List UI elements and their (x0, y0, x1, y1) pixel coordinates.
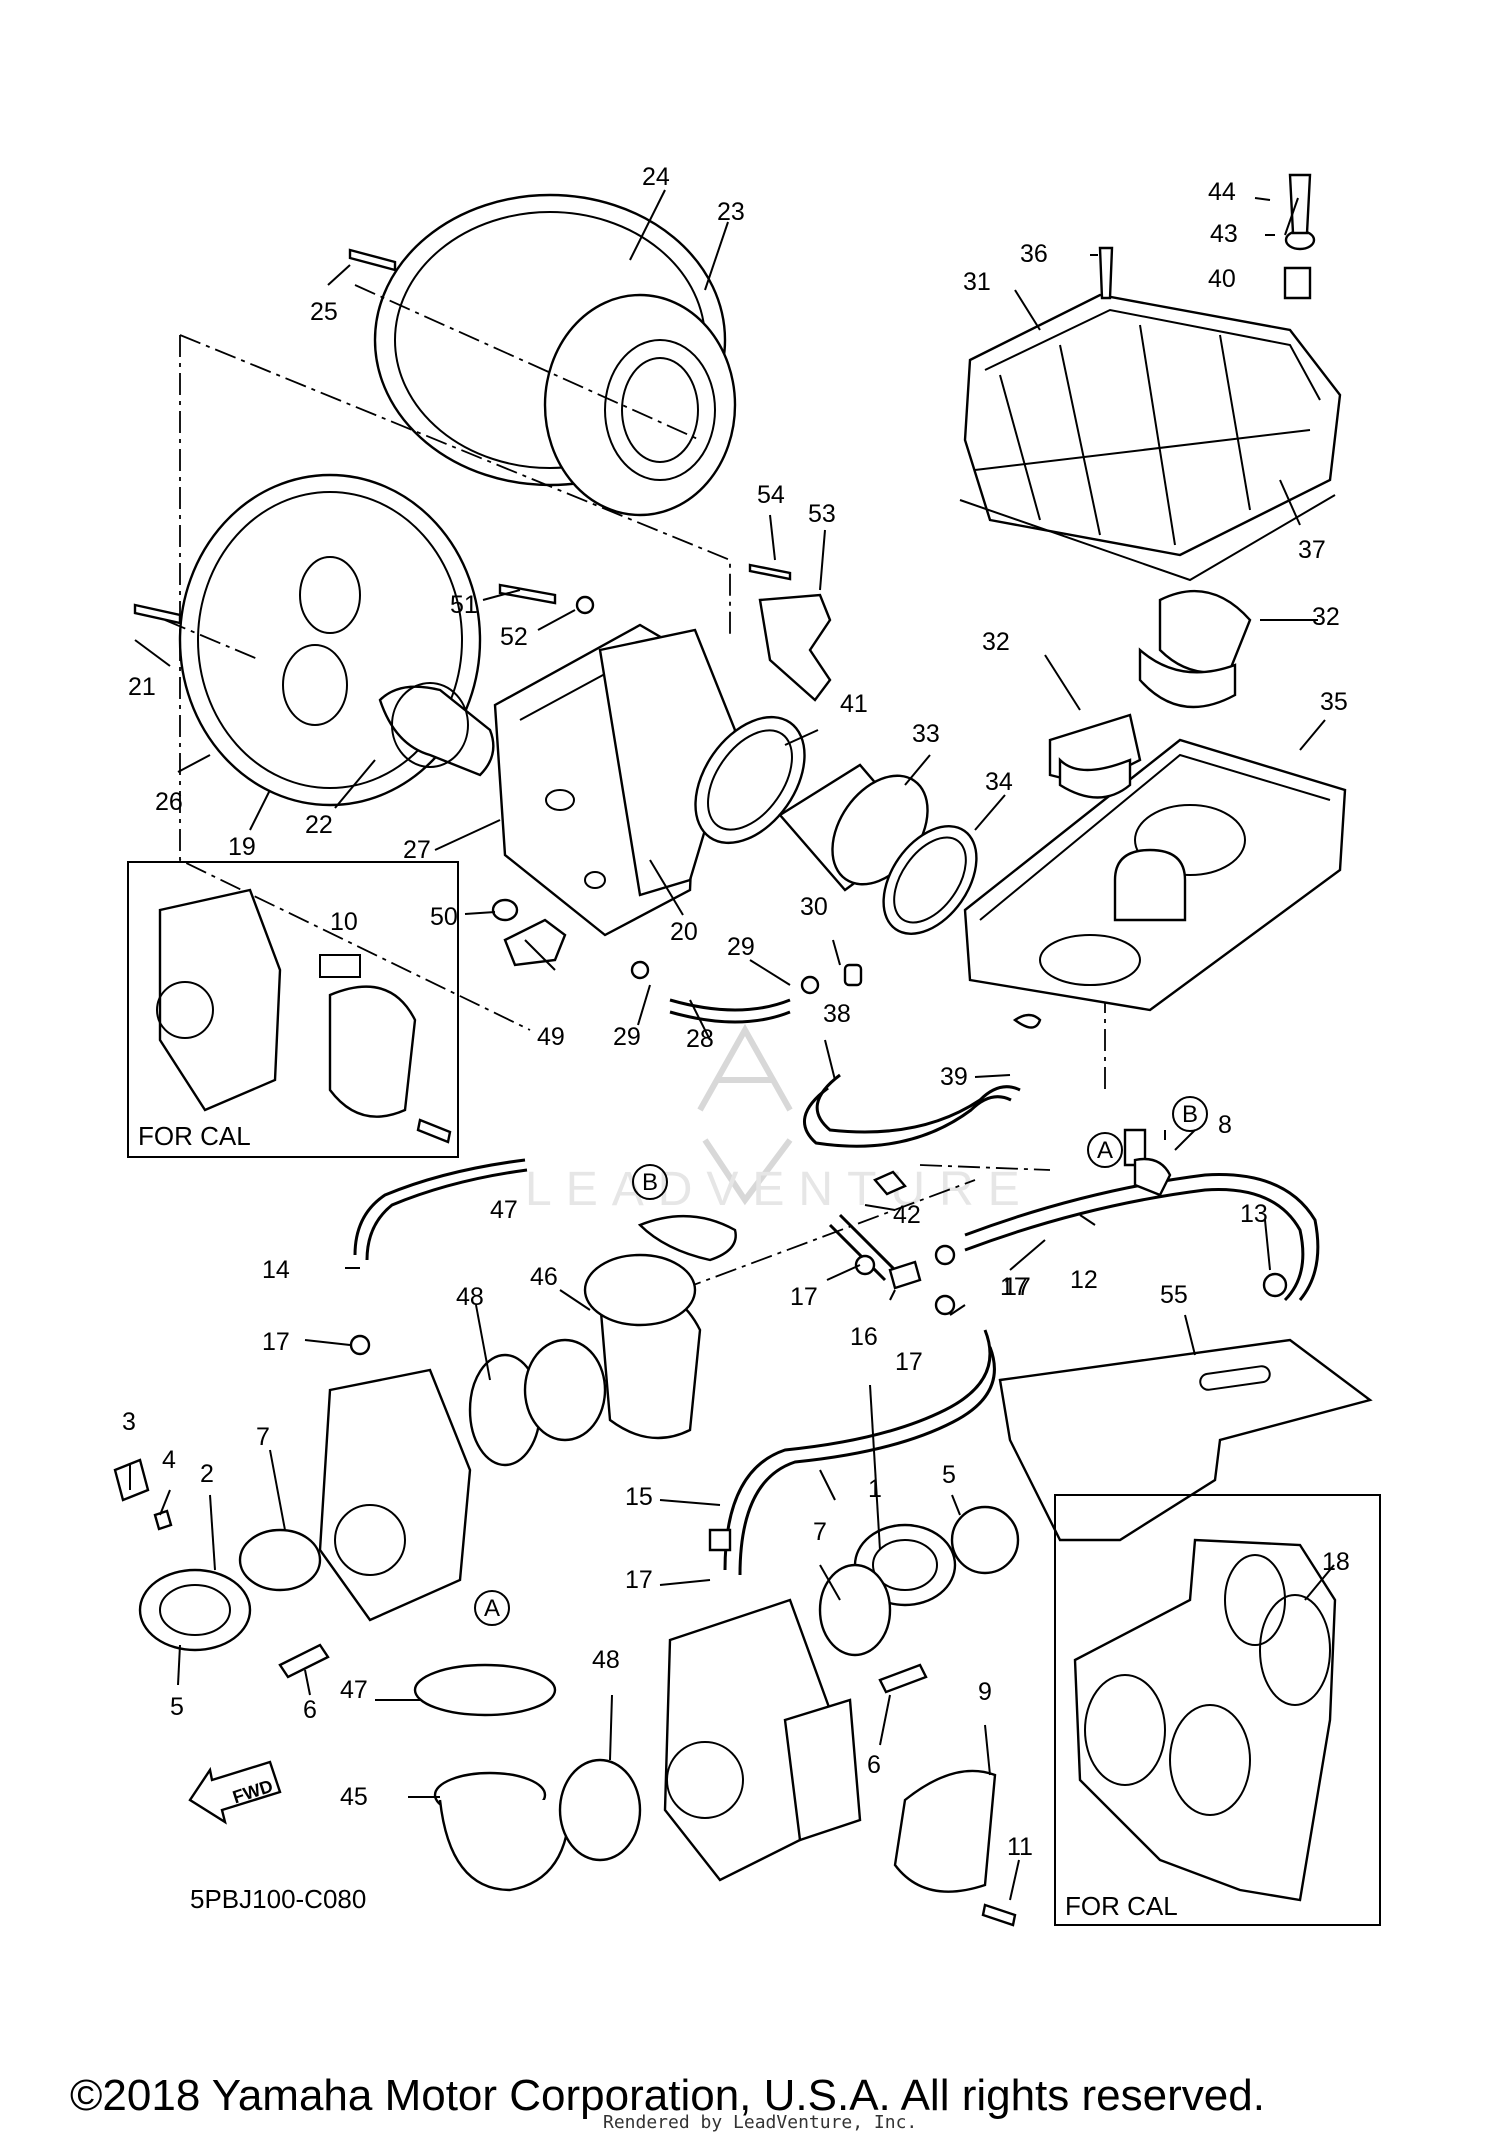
part-label-32a: 32 (982, 628, 1010, 656)
diagram-code: 5PBJ100-C080 (190, 1884, 366, 1914)
bracket-group (498, 563, 832, 702)
copyright-notice: ©2018 Yamaha Motor Corporation, U.S.A. A… (70, 2071, 1265, 2120)
carburetor-right-group (413, 1214, 1020, 1927)
part-label-31: 31 (963, 268, 991, 296)
part-label-50: 50 (430, 903, 458, 931)
air-cleaner-lower-case (963, 589, 1347, 1012)
part-label-17f: 17 (1003, 1273, 1031, 1301)
part-label-39: 39 (940, 1063, 968, 1091)
part-label-17d: 17 (895, 1348, 923, 1376)
part-label-12: 12 (1070, 1266, 1098, 1294)
part-label-14: 14 (262, 1256, 290, 1284)
part-label-17e: 17 (625, 1566, 653, 1594)
part-label-9: 9 (978, 1678, 992, 1706)
part-label-21: 21 (128, 673, 156, 701)
part-label-55: 55 (1160, 1281, 1188, 1309)
ref-letter-a-1: A (1097, 1137, 1113, 1164)
part-label-4: 4 (162, 1446, 176, 1474)
part-label-32b: 32 (1312, 603, 1340, 631)
part-label-16: 16 (850, 1323, 878, 1351)
part-label-38: 38 (823, 1000, 851, 1028)
plate-group (998, 1338, 1373, 1542)
reference-letter-markers: A A B B (474, 1096, 1208, 1626)
part-label-8: 8 (1218, 1111, 1232, 1139)
part-label-43: 43 (1210, 220, 1238, 248)
leadventure-watermark: LEADVENTURE (525, 1023, 1034, 1216)
watermark-text: LEADVENTURE (525, 1163, 1034, 1216)
part-label-17b: 17 (790, 1283, 818, 1311)
part-label-11: 11 (1007, 1833, 1033, 1861)
part-label-6a: 6 (303, 1696, 317, 1724)
small-fittings (133, 173, 1316, 1356)
part-label-44: 44 (1208, 178, 1236, 206)
inset-caption-for-cal-top: FOR CAL (138, 1121, 251, 1151)
part-label-29a: 29 (613, 1023, 641, 1051)
part-number-labels: 1 2 3 4 5 5 6 6 7 7 8 9 10 11 12 13 14 1… (122, 163, 1350, 1861)
part-label-41: 41 (840, 690, 868, 718)
part-label-33: 33 (912, 720, 940, 748)
part-label-37: 37 (1298, 536, 1326, 564)
part-label-47a: 47 (490, 1196, 518, 1224)
part-label-20: 20 (670, 918, 698, 946)
rendered-by-notice: Rendered by LeadVenture, Inc. (603, 2112, 917, 2133)
part-label-30: 30 (800, 893, 828, 921)
part-label-26: 26 (155, 788, 183, 816)
inset-box-bottom-right: FOR CAL (1054, 1494, 1381, 1926)
part-label-25: 25 (310, 298, 338, 326)
part-label-36: 36 (1020, 240, 1048, 268)
part-label-27: 27 (403, 836, 431, 864)
part-label-51: 51 (450, 591, 478, 619)
part-label-18: 18 (1322, 1548, 1350, 1576)
part-label-40: 40 (1208, 265, 1236, 293)
part-label-54: 54 (757, 481, 785, 509)
part-label-15: 15 (625, 1483, 653, 1511)
part-label-47b: 47 (340, 1676, 368, 1704)
part-label-24: 24 (642, 163, 670, 191)
part-label-5b: 5 (942, 1461, 956, 1489)
part-label-7b: 7 (813, 1518, 827, 1546)
part-label-52: 52 (500, 623, 528, 651)
part-label-22: 22 (305, 811, 333, 839)
inset-caption-for-cal-bottom: FOR CAL (1065, 1891, 1178, 1921)
carburetor-left-group (113, 1253, 702, 1679)
leader-lines (129, 189, 1335, 1901)
part-label-28: 28 (686, 1025, 714, 1053)
part-label-48a: 48 (456, 1283, 484, 1311)
ref-letter-a-2: A (484, 1595, 500, 1622)
part-label-17c: 17 (1000, 1273, 1028, 1301)
part-label-46: 46 (530, 1263, 558, 1291)
part-label-45: 45 (340, 1783, 368, 1811)
part-label-53: 53 (808, 500, 836, 528)
part-label-13: 13 (1240, 1200, 1268, 1228)
air-cleaner-upper-cover (959, 293, 1342, 582)
part-label-3: 3 (122, 1408, 136, 1436)
part-label-19: 19 (228, 833, 256, 861)
hose-group (353, 998, 1320, 1576)
part-label-5a: 5 (170, 1693, 184, 1721)
part-label-6b: 6 (867, 1751, 881, 1779)
part-label-10: 10 (330, 908, 358, 936)
part-label-42: 42 (893, 1201, 921, 1229)
part-label-29b: 29 (727, 933, 755, 961)
intake-duct-group (694, 715, 978, 935)
part-label-48b: 48 (592, 1646, 620, 1674)
part-label-2: 2 (200, 1460, 214, 1488)
forward-arrow: FWD (188, 1760, 282, 1825)
part-label-7a: 7 (256, 1423, 270, 1451)
ref-letter-b-1: B (642, 1169, 658, 1196)
part-label-23: 23 (717, 198, 745, 226)
air-cleaner-cover-group (178, 193, 737, 807)
inset-box-top-left: FOR CAL (127, 861, 459, 1158)
part-label-49: 49 (537, 1023, 565, 1051)
part-label-35: 35 (1320, 688, 1348, 716)
part-label-17a: 17 (262, 1328, 290, 1356)
part-label-34: 34 (985, 768, 1013, 796)
ref-letter-b-2: B (1182, 1101, 1198, 1128)
part-label-1: 1 (868, 1475, 882, 1503)
